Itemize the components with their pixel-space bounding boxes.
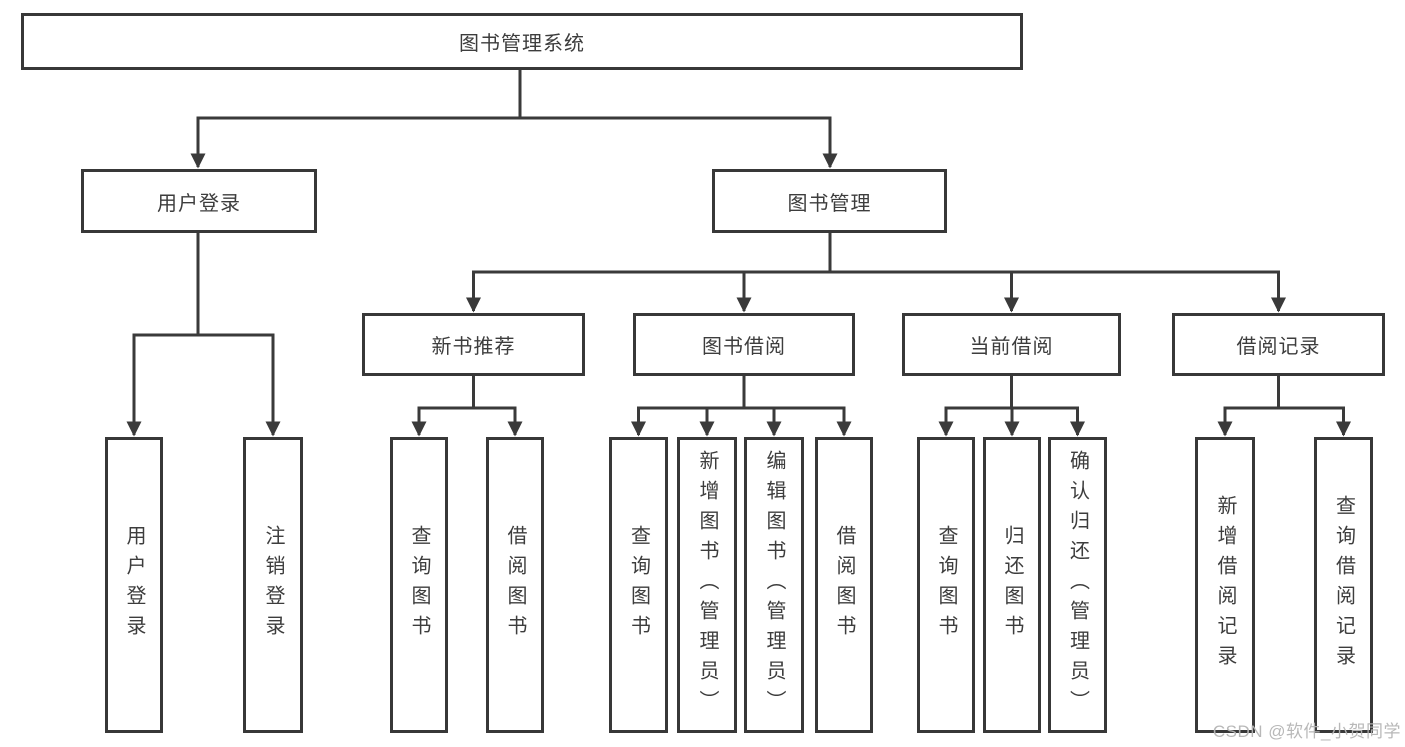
leaf-add-borrow-record-label: 新增借阅记录 bbox=[1214, 495, 1236, 675]
leaf-borrow-query-books-label: 查询图书 bbox=[627, 525, 650, 645]
node-book-borrow-label: 图书借阅 bbox=[702, 336, 786, 358]
leaf-add-borrow-record: 新增借阅记录 bbox=[1195, 437, 1255, 733]
leaf-current-query-books-label: 查询图书 bbox=[935, 525, 957, 645]
leaf-add-books-admin: 新增图书（管理员） bbox=[677, 437, 737, 733]
leaf-current-query-books: 查询图书 bbox=[917, 437, 975, 733]
leaf-user-login: 用户登录 bbox=[105, 437, 163, 733]
leaf-logout-label: 注销登录 bbox=[262, 525, 284, 645]
leaf-edit-books-admin-label: 编辑图书（管理员） bbox=[763, 450, 785, 720]
leaf-recommend-borrow-books: 借阅图书 bbox=[486, 437, 544, 733]
node-borrow-records: 借阅记录 bbox=[1172, 313, 1385, 376]
leaf-recommend-query-books-label: 查询图书 bbox=[408, 525, 430, 645]
node-user-login: 用户登录 bbox=[81, 169, 317, 233]
node-new-book-recommend: 新书推荐 bbox=[362, 313, 585, 376]
node-book-borrow: 图书借阅 bbox=[633, 313, 855, 376]
node-root-label: 图书管理系统 bbox=[459, 33, 585, 55]
leaf-recommend-borrow-books-label: 借阅图书 bbox=[504, 525, 526, 645]
node-borrow-records-label: 借阅记录 bbox=[1236, 336, 1321, 358]
leaf-recommend-query-books: 查询图书 bbox=[390, 437, 448, 733]
node-current-borrow: 当前借阅 bbox=[902, 313, 1121, 376]
node-user-login-label: 用户登录 bbox=[157, 192, 241, 215]
leaf-edit-books-admin: 编辑图书（管理员） bbox=[744, 437, 804, 733]
leaf-return-books-label: 归还图书 bbox=[1001, 525, 1023, 645]
leaf-user-login-label: 用户登录 bbox=[123, 525, 145, 645]
leaf-confirm-return-admin-label: 确认归还（管理员） bbox=[1066, 450, 1089, 720]
leaf-return-books: 归还图书 bbox=[983, 437, 1041, 733]
leaf-logout: 注销登录 bbox=[243, 437, 303, 733]
leaf-query-borrow-record-label: 查询借阅记录 bbox=[1332, 495, 1355, 675]
node-current-borrow-label: 当前借阅 bbox=[969, 336, 1054, 358]
leaf-confirm-return-admin: 确认归还（管理员） bbox=[1048, 437, 1107, 733]
node-new-book-recommend-label: 新书推荐 bbox=[431, 336, 516, 358]
csdn-watermark: CSDN @软件_小贺同学 bbox=[1212, 722, 1401, 741]
leaf-add-books-admin-label: 新增图书（管理员） bbox=[696, 450, 718, 720]
leaf-borrow-books-label: 借阅图书 bbox=[833, 525, 855, 645]
leaf-borrow-query-books: 查询图书 bbox=[609, 437, 668, 733]
node-book-management-label: 图书管理 bbox=[787, 192, 872, 215]
leaf-query-borrow-record: 查询借阅记录 bbox=[1314, 437, 1373, 733]
leaf-borrow-books: 借阅图书 bbox=[815, 437, 873, 733]
node-book-management: 图书管理 bbox=[712, 169, 947, 233]
node-root-book-management-system: 图书管理系统 bbox=[21, 13, 1023, 70]
